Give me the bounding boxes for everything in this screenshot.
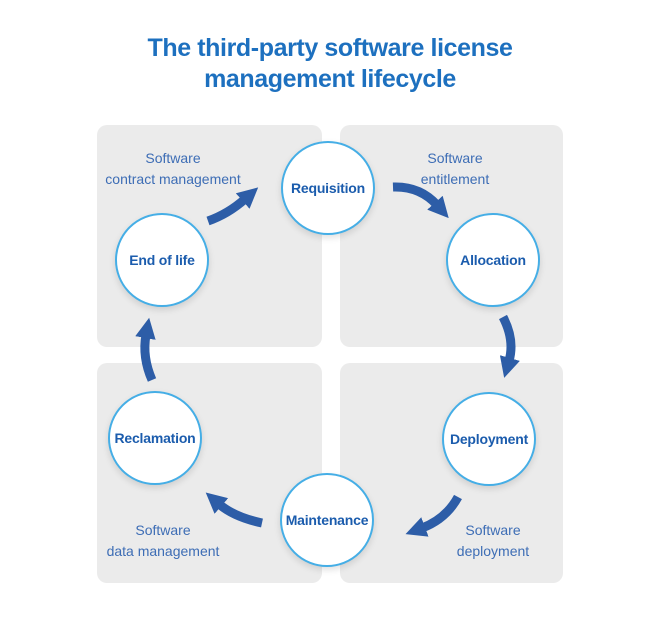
stage-label: Reclamation bbox=[114, 430, 196, 446]
page-title-line-2: management lifecycle bbox=[204, 65, 456, 93]
label-software-deployment: Software deployment bbox=[383, 520, 603, 562]
page-title: The third-party software license manageme… bbox=[0, 33, 660, 95]
stage-label: Maintenance bbox=[285, 512, 369, 528]
arrow-reclamation-to-end-of-life-icon bbox=[135, 317, 157, 382]
arrow-end-of-life-to-requisition-icon bbox=[206, 187, 259, 226]
stage-maintenance: Maintenance bbox=[280, 473, 374, 567]
stage-label: End of life bbox=[129, 252, 195, 268]
arrow-requisition-to-allocation-icon bbox=[392, 182, 449, 219]
label-software-entitlement: Software entitlement bbox=[345, 148, 565, 190]
stage-label: Deployment bbox=[449, 431, 529, 447]
label-line: Software bbox=[135, 522, 191, 538]
label-line: contract management bbox=[105, 171, 241, 187]
arrow-deployment-to-maintenance-icon bbox=[405, 494, 462, 537]
label-line: Software bbox=[427, 150, 483, 166]
quadrant-panel-bottom-right bbox=[340, 363, 563, 583]
stage-reclamation: Reclamation bbox=[108, 391, 202, 485]
label-software-contract-management: Software contract management bbox=[63, 148, 283, 190]
arrow-maintenance-to-reclamation-icon bbox=[205, 492, 263, 528]
page-title-line-1: The third-party software license bbox=[147, 34, 513, 62]
stage-allocation: Allocation bbox=[446, 213, 540, 307]
stage-deployment: Deployment bbox=[442, 392, 536, 486]
stage-label: Allocation bbox=[460, 252, 526, 268]
arrow-allocation-to-deployment-icon bbox=[498, 314, 520, 378]
label-software-data-management: Software data management bbox=[53, 520, 273, 562]
label-line: entitlement bbox=[420, 171, 490, 187]
stage-requisition: Requisition bbox=[281, 141, 375, 235]
stage-label: Requisition bbox=[290, 180, 366, 196]
label-line: deployment bbox=[456, 543, 530, 559]
label-line: Software bbox=[465, 522, 521, 538]
label-line: Software bbox=[145, 150, 201, 166]
stage-end-of-life: End of life bbox=[115, 213, 209, 307]
label-line: data management bbox=[106, 543, 220, 559]
